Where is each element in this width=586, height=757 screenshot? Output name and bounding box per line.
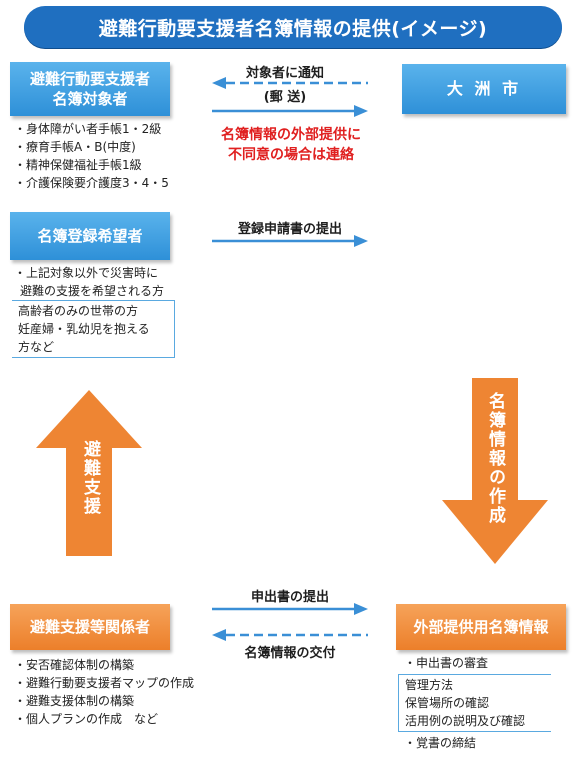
target-box: 避難行動要支援者 名簿対象者 <box>10 62 170 116</box>
list-item: ・介護保険要介護度3・4・5 <box>14 176 169 190</box>
list-item: ・個人プランの作成 など <box>14 712 159 726</box>
related-box: 避難支援等関係者 <box>10 604 170 650</box>
list-item: 方など <box>18 340 55 354</box>
notify-label-1: 対象者に通知 <box>245 66 324 81</box>
target-list: ・身体障がい者手帳1・2級 ・療育手帳A・B(中度) ・精神保健福祉手帳1級 ・… <box>14 120 169 192</box>
list-item: ・避難支援体制の構築 <box>14 694 135 708</box>
list-item: 高齢者のみの世帯の方 <box>18 304 139 318</box>
deliver-label: 名簿情報の交付 <box>244 646 336 661</box>
list-item: ・療育手帳A・B(中度) <box>14 140 136 154</box>
related-list: ・安否確認体制の構築 ・避難行動要支援者マップの作成 ・避難支援体制の構築 ・個… <box>14 656 194 728</box>
list-item: ・精神保健福祉手帳1級 <box>14 158 142 172</box>
refusal-note-1: 名簿情報の外部提供に <box>221 127 361 143</box>
list-item: ・身体障がい者手帳1・2級 <box>14 122 162 136</box>
applicant-bracket: 高齢者のみの世帯の方 妊産婦・乳幼児を抱える 方など <box>12 300 175 358</box>
city-box: 大 洲 市 <box>402 64 566 114</box>
target-box-line1: 避難行動要支援者 <box>29 69 150 88</box>
support-arrow <box>36 390 142 556</box>
support-label: 避難支援 <box>80 440 100 516</box>
create-label: 名簿情報の作成 <box>485 392 505 525</box>
apply-label: 登録申請書の提出 <box>237 222 342 237</box>
target-box-line2: 名簿対象者 <box>52 90 128 108</box>
external-top: ・申出書の審査 <box>404 656 489 670</box>
submit-label: 申出書の提出 <box>250 590 329 605</box>
list-item: 管理方法 <box>405 678 454 692</box>
external-bottom: ・覚書の締結 <box>404 736 477 750</box>
external-bracket: 管理方法 保管場所の確認 活用例の説明及び確認 <box>398 674 551 732</box>
list-item: ・上記対象以外で災害時に <box>14 266 159 280</box>
list-item: 妊産婦・乳幼児を抱える <box>18 322 150 336</box>
submit-arrow <box>212 603 368 615</box>
applicant-list: ・上記対象以外で災害時に 避難の支援を希望される方 <box>14 264 164 300</box>
refusal-note-2: 不同意の場合は連絡 <box>228 147 354 163</box>
notify-arrow <box>212 77 368 89</box>
apply-arrow <box>212 235 368 247</box>
applicant-box: 名簿登録希望者 <box>10 212 170 260</box>
list-item: 活用例の説明及び確認 <box>405 714 526 728</box>
external-box: 外部提供用名簿情報 <box>396 604 566 650</box>
list-item: ・避難行動要支援者マップの作成 <box>14 676 195 690</box>
notify-label-2: (郵 送) <box>263 90 307 105</box>
list-item: 保管場所の確認 <box>405 696 490 710</box>
deliver-arrow <box>212 629 368 641</box>
response-arrow <box>212 105 368 117</box>
create-arrow <box>442 378 548 564</box>
list-item: ・安否確認体制の構築 <box>14 658 135 672</box>
page-title: 避難行動要支援者名簿情報の提供(イメージ) <box>24 6 562 48</box>
list-item: 避難の支援を希望される方 <box>20 284 165 298</box>
